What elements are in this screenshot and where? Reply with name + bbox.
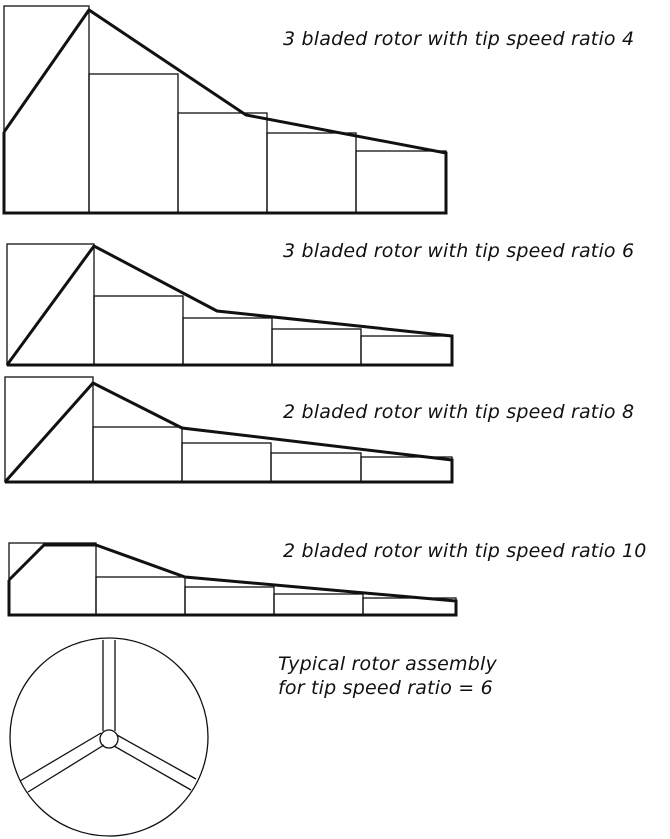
caption-tsr10: 2 bladed rotor with tip speed ratio 10 xyxy=(283,540,647,562)
assembly-caption-line2: for tip speed ratio = 6 xyxy=(278,677,493,699)
blade-outline xyxy=(5,244,454,367)
blade-profile-tsr8 xyxy=(3,376,454,484)
blade-profile-tsr4 xyxy=(2,5,448,215)
rotor-hub xyxy=(99,729,119,749)
rotor-assembly xyxy=(9,637,209,837)
rotor-circle xyxy=(9,637,209,837)
blade-outline xyxy=(3,381,454,484)
assembly-caption-line1: Typical rotor assembly xyxy=(278,653,497,675)
caption-tsr8: 2 bladed rotor with tip speed ratio 8 xyxy=(283,401,635,423)
caption-tsr4: 3 bladed rotor with tip speed ratio 4 xyxy=(283,28,635,50)
blade-profile-tsr6 xyxy=(5,243,454,367)
blade-profile-tsr10 xyxy=(7,542,458,617)
blade-outline xyxy=(2,7,448,215)
blade-outline xyxy=(7,543,458,617)
caption-tsr6: 3 bladed rotor with tip speed ratio 6 xyxy=(283,240,635,262)
assembly-caption: Typical rotor assembly for tip speed rat… xyxy=(278,652,497,700)
